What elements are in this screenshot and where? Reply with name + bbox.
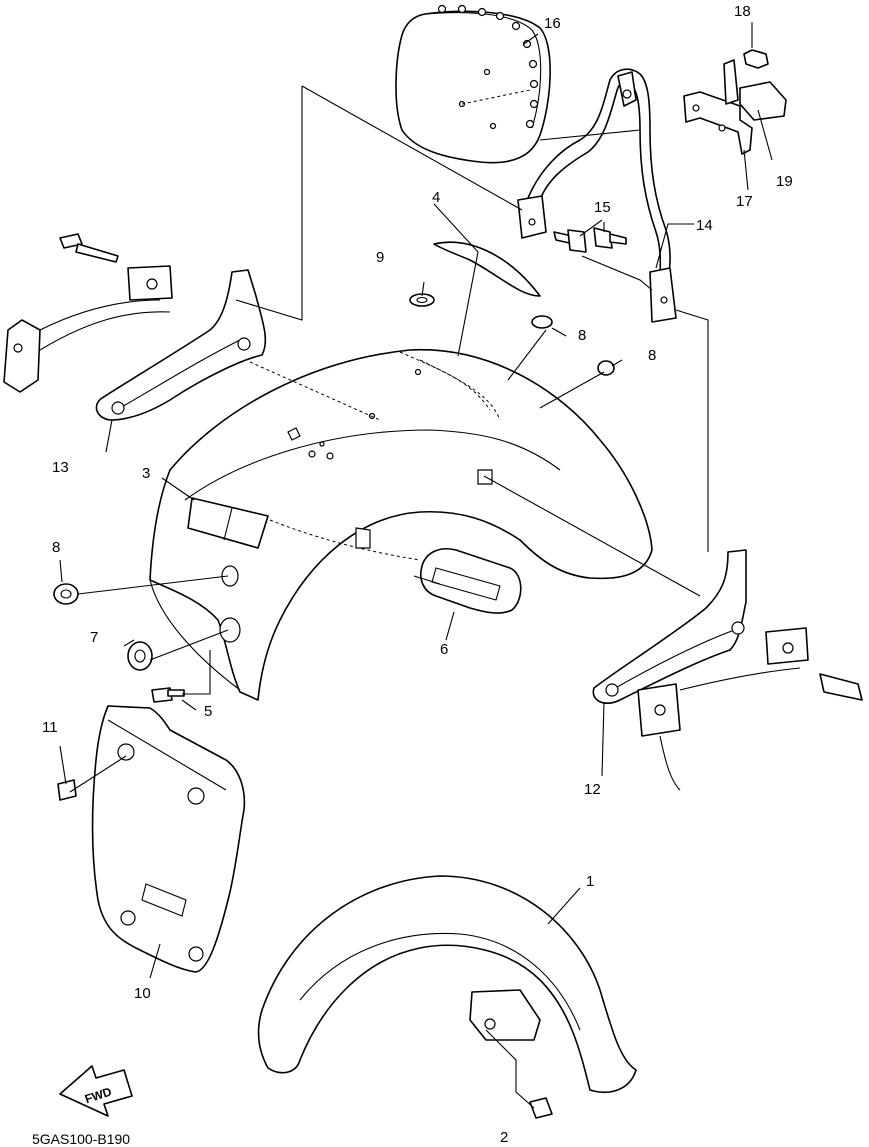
side-rail-right bbox=[592, 549, 863, 791]
callout-8-upper: 8 bbox=[578, 327, 586, 344]
callout-1: 1 bbox=[586, 873, 594, 890]
front-fender bbox=[257, 875, 637, 1119]
side-cover bbox=[57, 705, 246, 973]
callout-8-left: 8 bbox=[52, 539, 60, 556]
reference-lines bbox=[69, 85, 709, 1109]
callout-13: 13 bbox=[52, 459, 69, 476]
callout-4: 4 bbox=[432, 189, 440, 206]
callout-18: 18 bbox=[734, 3, 751, 20]
tail-lens bbox=[420, 548, 522, 614]
rear-fender bbox=[149, 349, 653, 701]
callout-8-right: 8 bbox=[648, 347, 656, 364]
callout-17: 17 bbox=[736, 193, 753, 210]
bolts-15 bbox=[553, 227, 627, 253]
fwd-direction-arrow: FWD bbox=[59, 1065, 133, 1117]
backrest-bar bbox=[517, 68, 677, 323]
callout-6: 6 bbox=[440, 641, 448, 658]
callout-11: 11 bbox=[42, 719, 58, 736]
grommets bbox=[53, 293, 615, 703]
side-rail-left bbox=[3, 233, 267, 421]
backrest-pad bbox=[395, 4, 551, 164]
callout-5: 5 bbox=[204, 703, 212, 720]
bracket-assembly bbox=[683, 49, 787, 155]
callout-12: 12 bbox=[584, 781, 601, 798]
callout-9: 9 bbox=[376, 249, 384, 266]
diagram-code: 5GAS100-B190 bbox=[32, 1131, 130, 1147]
callout-leaders bbox=[59, 22, 773, 979]
callout-19: 19 bbox=[776, 173, 793, 190]
callout-14: 14 bbox=[696, 217, 713, 234]
callout-labels: 1 2 3 4 5 6 7 8 8 8 9 10 11 12 13 14 15 … bbox=[42, 3, 793, 1146]
callout-3: 3 bbox=[142, 465, 150, 482]
callout-10: 10 bbox=[134, 985, 151, 1002]
callout-7: 7 bbox=[90, 629, 98, 646]
fender-trim bbox=[433, 241, 541, 297]
callout-16: 16 bbox=[544, 15, 561, 32]
callout-15: 15 bbox=[594, 199, 611, 216]
callout-2: 2 bbox=[500, 1129, 508, 1146]
